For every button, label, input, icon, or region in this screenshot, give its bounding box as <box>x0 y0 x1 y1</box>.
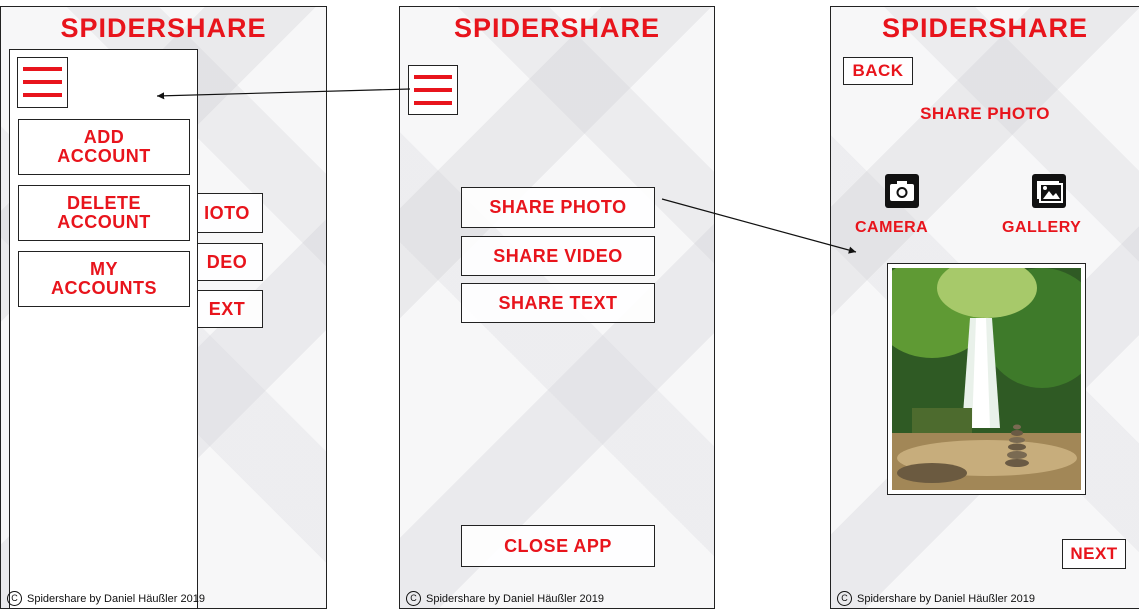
my-accounts-button[interactable]: MY ACCOUNTS <box>18 251 190 307</box>
screen-share-photo: SPIDERSHARE BACK SHARE PHOTO CAMERA GALL… <box>830 6 1139 609</box>
share-photo-button[interactable]: SHARE PHOTO <box>461 187 655 228</box>
add-account-button[interactable]: ADD ACCOUNT <box>18 119 190 175</box>
camera-label[interactable]: CAMERA <box>855 219 929 236</box>
copyright-icon: C <box>406 591 421 606</box>
share-text-button[interactable]: SHARE TEXT <box>461 283 655 323</box>
screen-main: SPIDERSHARE SHARE PHOTO SHARE VIDEO SHAR… <box>399 6 715 609</box>
share-photo-button-partial: IOTO <box>191 193 263 233</box>
copyright-icon: C <box>837 591 852 606</box>
footer: C Spidershare by Daniel Häußler 2019 <box>7 591 205 606</box>
close-app-button[interactable]: CLOSE APP <box>461 525 655 567</box>
navigation-drawer: ADD ACCOUNT DELETE ACCOUNT MY ACCOUNTS <box>9 49 198 608</box>
app-title: SPIDERSHARE <box>453 13 661 43</box>
photo-preview <box>887 263 1086 495</box>
app-title: SPIDERSHARE <box>881 13 1089 43</box>
footer: C Spidershare by Daniel Häußler 2019 <box>837 591 1035 606</box>
share-video-button[interactable]: SHARE VIDEO <box>461 236 655 276</box>
gallery-label[interactable]: GALLERY <box>1002 219 1082 236</box>
footer-text: Spidershare by Daniel Häußler 2019 <box>426 592 604 605</box>
camera-icon[interactable] <box>885 174 919 208</box>
footer-text: Spidershare by Daniel Häußler 2019 <box>27 592 205 605</box>
copyright-icon: C <box>7 591 22 606</box>
share-photo-heading: SHARE PHOTO <box>920 104 1050 123</box>
share-text-button-partial: EXT <box>191 290 263 328</box>
footer-text: Spidershare by Daniel Häußler 2019 <box>857 592 1035 605</box>
menu-icon[interactable] <box>408 65 458 115</box>
app-title: SPIDERSHARE <box>60 13 267 43</box>
footer: C Spidershare by Daniel Häußler 2019 <box>406 591 604 606</box>
menu-icon[interactable] <box>17 57 68 108</box>
screen-menu-open: SPIDERSHARE IOTO DEO EXT ADD ACCOUNT DEL… <box>0 6 327 609</box>
back-button[interactable]: BACK <box>843 57 913 85</box>
delete-account-button[interactable]: DELETE ACCOUNT <box>18 185 190 241</box>
share-video-button-partial: DEO <box>191 243 263 281</box>
waterfall-photo <box>892 268 1081 490</box>
next-button[interactable]: NEXT <box>1062 539 1126 569</box>
gallery-icon[interactable] <box>1032 174 1066 208</box>
